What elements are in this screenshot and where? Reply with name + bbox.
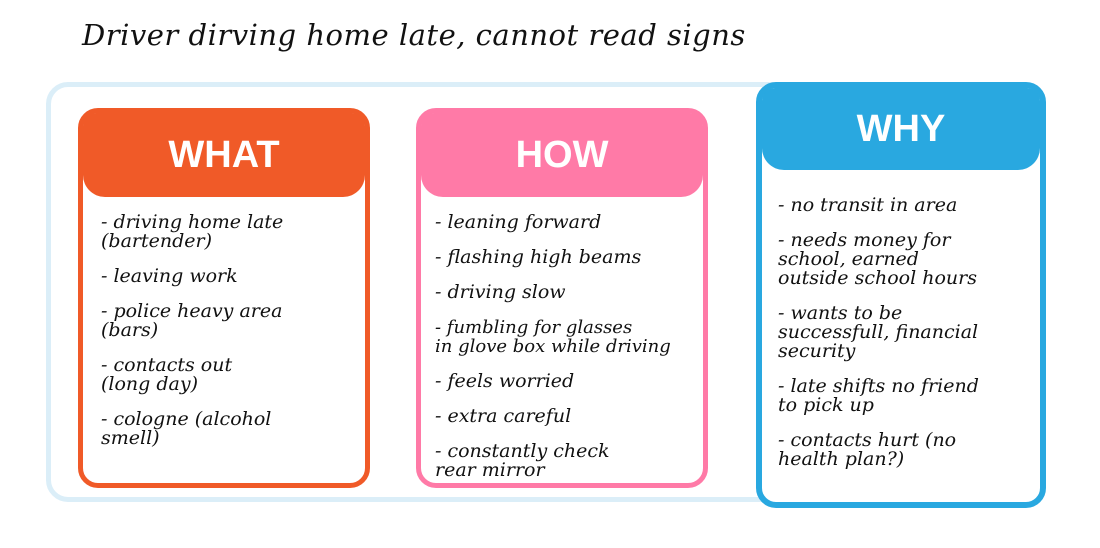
item-line: school, earned [778, 248, 919, 270]
list-item: - driving home late(bartender) [101, 213, 283, 251]
item-line: health plan?) [778, 448, 905, 470]
list-item: - police heavy area(bars) [101, 302, 283, 340]
list-item: - feels worried [435, 372, 671, 391]
why-card: WHY - no transit in area - needs money f… [756, 82, 1046, 508]
list-item: - no transit in area [778, 196, 979, 215]
item-line: in glove box while driving [435, 336, 671, 357]
item-line: rear mirror [435, 459, 545, 481]
list-item: - driving slow [435, 283, 671, 302]
item-line: - feels worried [435, 370, 575, 392]
item-line: - leaving work [101, 265, 238, 287]
how-list: - leaning forward - flashing high beams … [435, 213, 671, 496]
item-line: - wants to be [778, 302, 903, 324]
item-line: smell) [101, 427, 160, 449]
item-line: - cologne (alcohol [101, 408, 272, 430]
list-item: - flashing high beams [435, 248, 671, 267]
item-line: to pick up [778, 394, 874, 416]
what-card: WHAT - driving home late(bartender) - le… [78, 108, 370, 488]
what-header: WHAT [83, 113, 365, 197]
item-line: - flashing high beams [435, 246, 642, 268]
list-item: - leaving work [101, 267, 283, 286]
item-line: - police heavy area [101, 300, 283, 322]
item-line: security [778, 340, 856, 362]
list-item: - contacts out(long day) [101, 356, 283, 394]
how-header: HOW [421, 113, 703, 197]
item-line: - needs money for [778, 229, 951, 251]
item-line: - contacts hurt (no [778, 429, 957, 451]
item-line: outside school hours [778, 267, 977, 289]
item-line: - no transit in area [778, 194, 958, 216]
item-line: (long day) [101, 373, 199, 395]
item-line: - constantly check [435, 440, 610, 462]
list-item: - leaning forward [435, 213, 671, 232]
what-list: - driving home late(bartender) - leaving… [101, 213, 283, 464]
list-item: - extra careful [435, 407, 671, 426]
why-header: WHY [762, 88, 1040, 170]
item-line: - late shifts no friend [778, 375, 979, 397]
item-line: successfull, financial [778, 321, 979, 343]
item-line: (bartender) [101, 230, 213, 252]
item-line: - leaning forward [435, 211, 602, 233]
how-card: HOW - leaning forward - flashing high be… [416, 108, 708, 488]
item-line: (bars) [101, 319, 159, 341]
item-line: - fumbling for glasses [435, 317, 633, 338]
item-line: - contacts out [101, 354, 233, 376]
item-line: - driving slow [435, 281, 566, 303]
item-line: - driving home late [101, 211, 284, 233]
item-line: - extra careful [435, 405, 572, 427]
diagram-title: Driver dirving home late, cannot read si… [82, 18, 746, 52]
